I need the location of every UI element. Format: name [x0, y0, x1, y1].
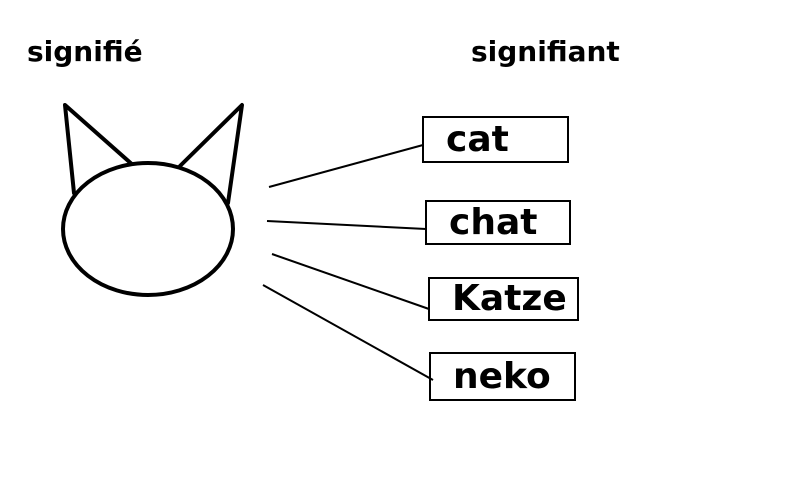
connector-line-cat [268, 144, 424, 188]
connector-lines [262, 144, 434, 381]
connector-line-katze [271, 253, 430, 310]
connector-line-neko [262, 284, 434, 381]
signifier-box-cat: cat [422, 116, 569, 163]
signifier-box-neko: neko [429, 352, 576, 401]
left-ear [63, 103, 136, 195]
cat-drawing [61, 103, 244, 297]
signifier-box-katze: Katze [428, 277, 579, 321]
cat-head [61, 161, 235, 297]
signifier-heading: signifiant [471, 35, 620, 68]
right-ear [178, 103, 244, 205]
signified-heading: signifié [27, 35, 143, 68]
signifier-box-chat: chat [425, 200, 571, 245]
connector-line-chat [266, 220, 427, 230]
